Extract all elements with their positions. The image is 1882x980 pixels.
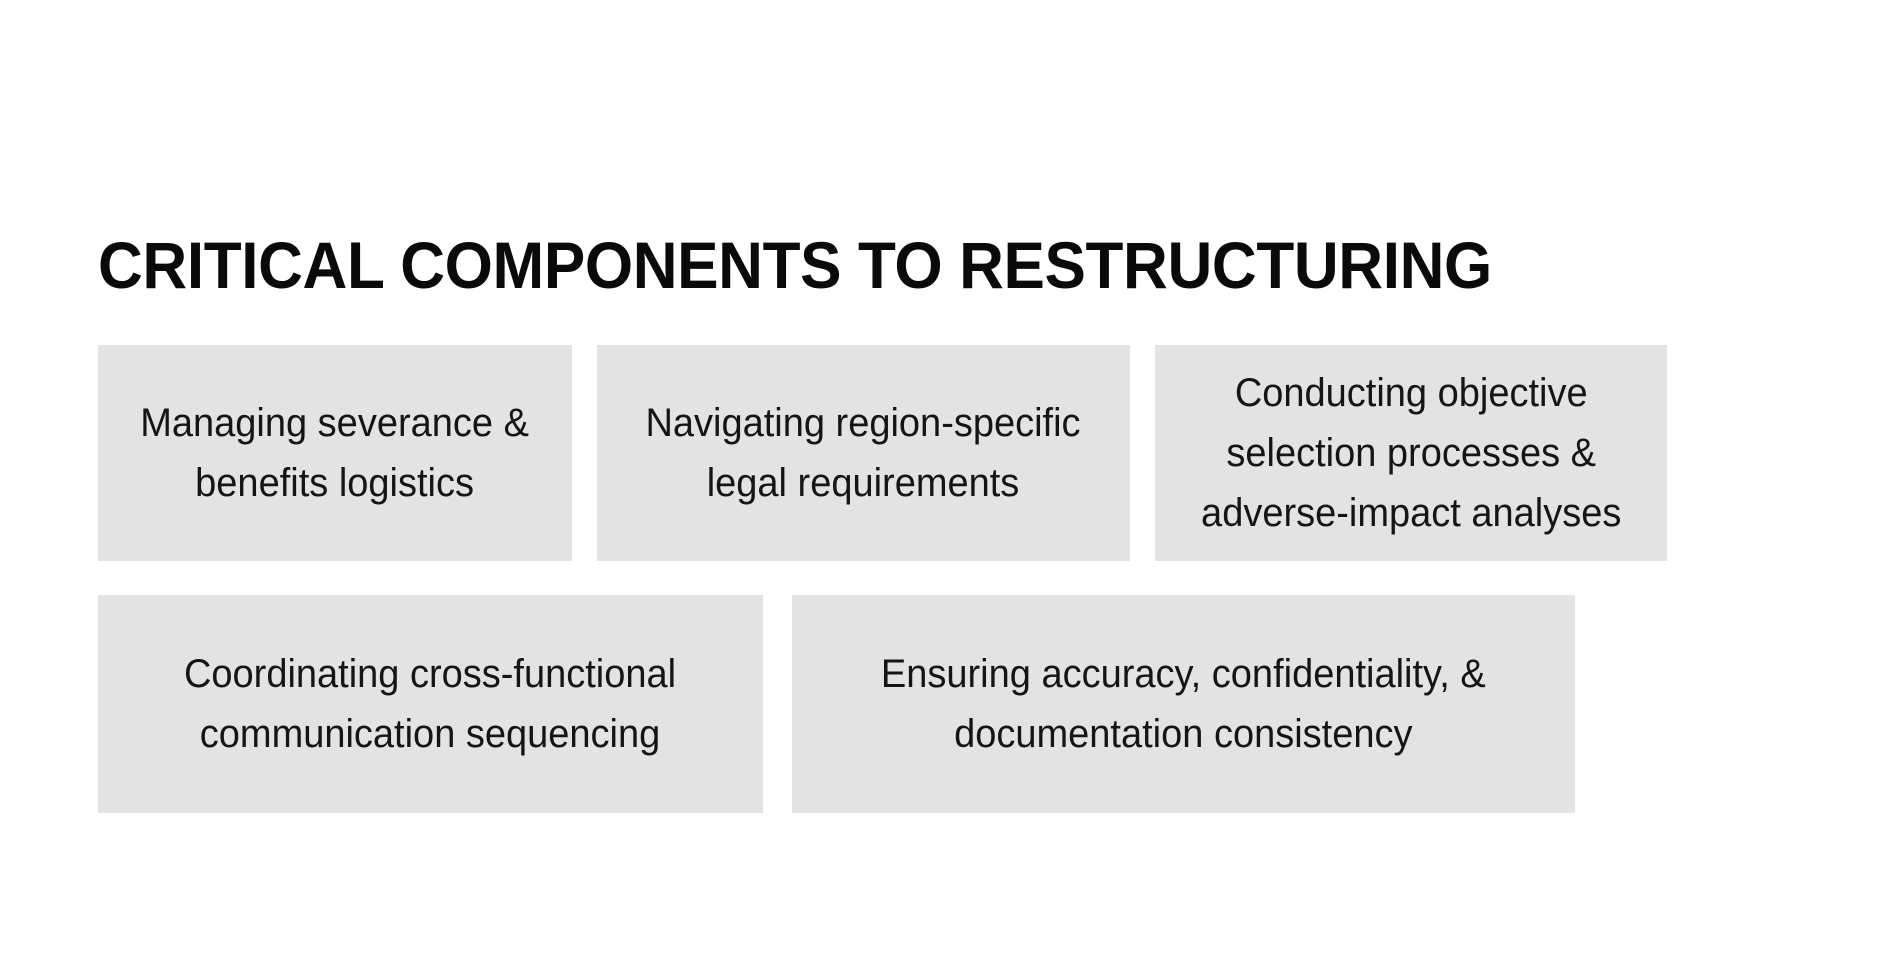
card-ensuring-accuracy-documentation[interactable]: Ensuring accuracy, confidentiality, & do…: [792, 595, 1575, 813]
card-navigating-legal-requirements[interactable]: Navigating region-specific legal require…: [597, 345, 1130, 561]
page-title: CRITICAL COMPONENTS TO RESTRUCTURING: [98, 228, 1492, 303]
card-conducting-objective-selection[interactable]: Conducting objective selection processes…: [1155, 345, 1667, 561]
card-coordinating-communication[interactable]: Coordinating cross-functional communicat…: [98, 595, 763, 813]
card-label: Conducting objective selection processes…: [1200, 371, 1622, 535]
card-label: Coordinating cross-functional communicat…: [184, 652, 677, 756]
card-managing-severance[interactable]: Managing severance & benefits logistics: [98, 345, 572, 561]
card-label: Navigating region-specific legal require…: [645, 401, 1082, 505]
card-label: Managing severance & benefits logistics: [140, 401, 530, 505]
card-label: Ensuring accuracy, confidentiality, & do…: [881, 652, 1486, 756]
